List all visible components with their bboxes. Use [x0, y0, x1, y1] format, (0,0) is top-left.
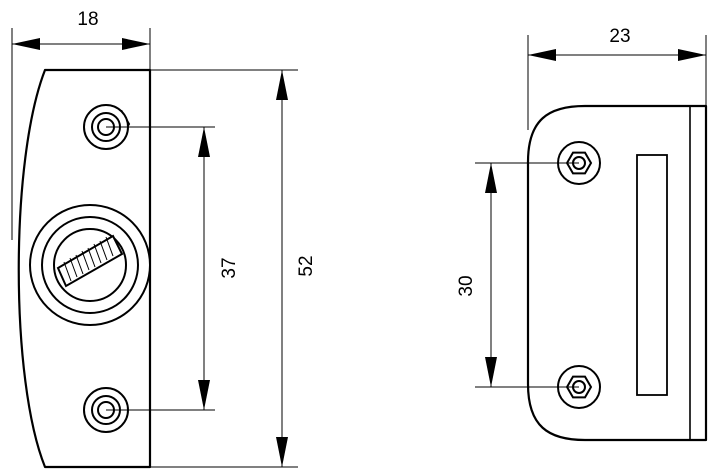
dimension-left-hole-spacing-label: 37 [219, 257, 240, 278]
dimension-right-width: 23 [527, 26, 707, 130]
dimension-left-hole-spacing: 37 [106, 126, 240, 411]
dimension-right-hole-spacing: 30 [456, 162, 579, 388]
dimension-right-hole-spacing-label: 30 [456, 275, 477, 296]
dimension-left-width: 18 [11, 9, 151, 240]
right-part-outline [526, 104, 708, 442]
right-part-slot [636, 154, 668, 396]
dimension-right-width-label: 23 [609, 26, 630, 47]
right-part: 23 30 [456, 26, 708, 442]
dimension-left-width-label: 18 [77, 9, 98, 30]
left-rotary-knob [29, 204, 151, 326]
dimension-left-height-label: 52 [296, 255, 317, 276]
dimension-left-height: 52 [150, 69, 317, 468]
left-part: 18 37 52 [11, 9, 317, 469]
